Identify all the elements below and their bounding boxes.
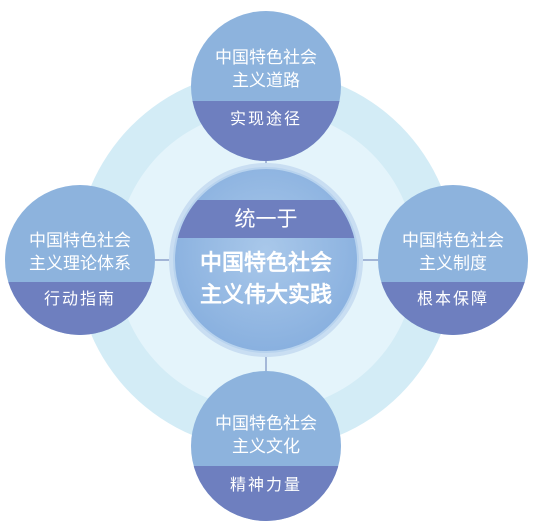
center-band xyxy=(174,200,358,238)
center-node: 统一于 中国特色社会 主义伟大实践 xyxy=(169,163,363,357)
center-main-line1: 中国特色社会 xyxy=(200,250,332,276)
node-right-title-line2: 主义制度 xyxy=(419,254,487,274)
node-bottom-title-line1: 中国特色社会 xyxy=(215,414,317,434)
node-left-title-line2: 主义理论体系 xyxy=(29,254,131,274)
node-bottom-subtitle: 精神力量 xyxy=(230,475,302,494)
center-main-line2: 主义伟大实践 xyxy=(200,282,332,308)
node-bottom-title-line2: 主义文化 xyxy=(232,437,300,457)
node-top: 中国特色社会 主义道路 实现途径 xyxy=(191,11,341,161)
node-top-title-line1: 中国特色社会 xyxy=(215,48,317,68)
node-left: 中国特色社会 主义理论体系 行动指南 xyxy=(5,185,155,335)
node-top-subtitle: 实现途径 xyxy=(230,109,302,128)
node-left-title-line1: 中国特色社会 xyxy=(29,231,131,251)
node-left-subtitle: 行动指南 xyxy=(44,289,116,308)
node-right-title-line1: 中国特色社会 xyxy=(402,231,504,251)
center-top-label: 统一于 xyxy=(235,207,298,231)
node-right-subtitle: 根本保障 xyxy=(417,289,489,308)
node-top-title-line2: 主义道路 xyxy=(232,71,300,91)
